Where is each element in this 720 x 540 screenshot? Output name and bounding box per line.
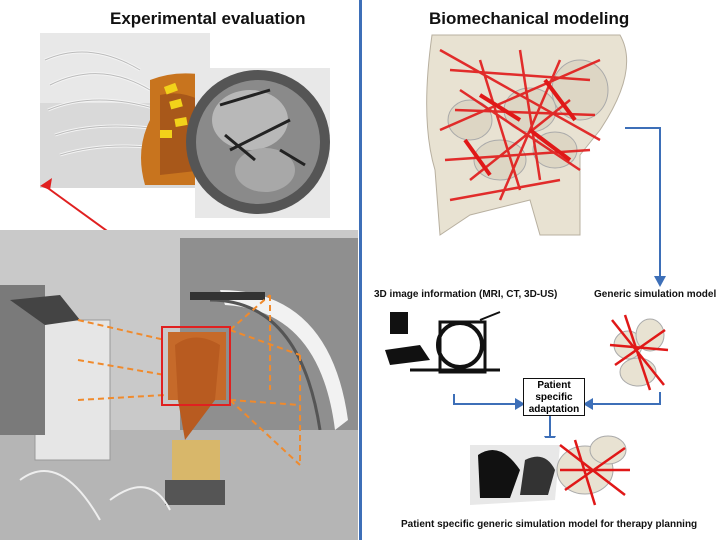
zoom-box: [161, 326, 231, 406]
result-label: Patient specific generic simulation mode…: [401, 519, 698, 530]
adaptation-label: Patient specific adaptation: [528, 380, 580, 415]
right-panel-title: Biomechanical modeling: [429, 9, 630, 28]
generic-model-label: Generic simulation model: [594, 289, 717, 300]
adaptation-box: Patient specific adaptation: [523, 378, 585, 416]
experimental-setup-photo: [0, 230, 358, 540]
surgery-patient-model: [465, 435, 635, 510]
flow-arrows: [453, 127, 661, 438]
wrist-model-large: [426, 34, 628, 236]
beam-dashes: [77, 294, 301, 466]
left-panel-title: Experimental evaluation: [110, 9, 306, 28]
panel-divider: [359, 0, 362, 540]
imaging-label: 3D image information (MRI, CT, 3D-US): [374, 289, 558, 300]
wrist-model-small: [608, 310, 669, 392]
specimen-photo: [40, 33, 210, 188]
xray-image: [186, 68, 330, 218]
mri-scanner-sketch: [380, 305, 510, 377]
